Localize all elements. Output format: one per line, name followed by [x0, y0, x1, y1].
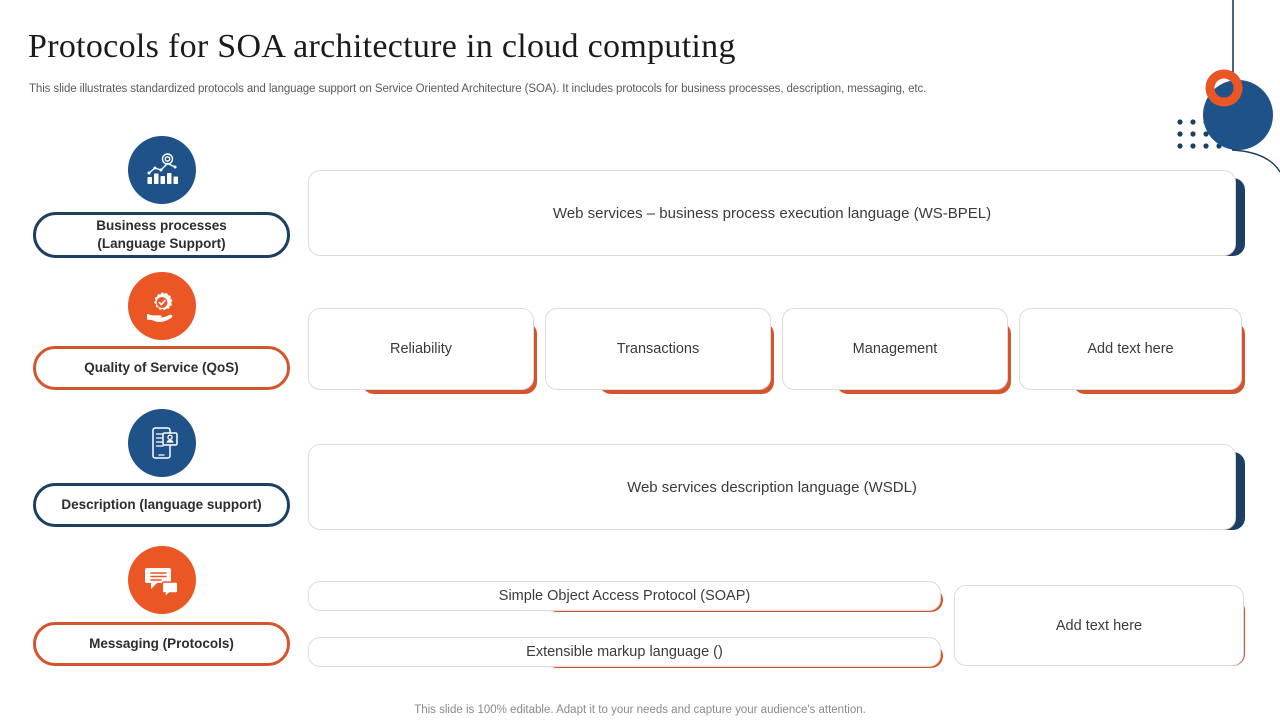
card-label: Simple Object Access Protocol (SOAP) — [498, 588, 751, 604]
footer-note: This slide is 100% editable. Adapt it to… — [414, 704, 866, 716]
card-messaging-add-text[interactable]: Add text here — [954, 585, 1244, 666]
card-label: Add text here — [1087, 341, 1174, 357]
card-qos-add-text[interactable]: Add text here — [1019, 308, 1242, 390]
card-label: Web services description language (WSDL) — [627, 478, 917, 496]
card-label: Web services – business process executio… — [552, 204, 992, 222]
decorative-corner-graphic — [1160, 0, 1280, 175]
sidebar-item-quality-of-service-pill[interactable]: Quality of Service (QoS) — [33, 346, 290, 390]
sidebar-item-label: Business processes (Language Support) — [96, 217, 227, 253]
card-label: Transactions — [616, 341, 700, 357]
card-label: Extensible markup language () — [526, 644, 723, 660]
sidebar-item-label: Messaging (Protocols) — [89, 635, 234, 651]
sidebar-item-business-processes[interactable]: Business processes (Language Support) — [33, 136, 290, 258]
sidebar-item-label-line2: (Language Support) — [97, 236, 226, 251]
card-bpel[interactable]: Web services – business process executio… — [308, 170, 1236, 256]
deco-orange-ring — [1205, 69, 1243, 107]
card-wsdl[interactable]: Web services description language (WSDL) — [308, 444, 1236, 530]
page-subtitle: This slide illustrates standardized prot… — [29, 83, 927, 95]
deco-curve — [1231, 149, 1280, 173]
sidebar-item-description-pill[interactable]: Description (language support) — [33, 483, 290, 527]
sidebar-item-messaging[interactable]: Messaging (Protocols) — [33, 546, 290, 666]
bar-chart-target-icon — [127, 136, 196, 204]
document-profile-icon — [127, 409, 196, 477]
sidebar-item-description[interactable]: Description (language support) — [33, 409, 290, 527]
page-title: Protocols for SOA architecture in cloud … — [28, 28, 736, 65]
sidebar-item-business-processes-pill[interactable]: Business processes (Language Support) — [33, 212, 290, 258]
sidebar-item-quality-of-service[interactable]: Quality of Service (QoS) — [33, 272, 290, 390]
card-transactions[interactable]: Transactions — [545, 308, 771, 390]
deco-navy-circle — [1203, 80, 1273, 150]
card-xml[interactable]: Extensible markup language () — [308, 637, 941, 667]
card-label: Reliability — [389, 341, 453, 357]
card-management[interactable]: Management — [782, 308, 1008, 390]
hand-gear-check-icon — [127, 272, 196, 340]
card-reliability[interactable]: Reliability — [308, 308, 534, 390]
sidebar-item-label: Quality of Service (QoS) — [84, 359, 239, 375]
card-soap[interactable]: Simple Object Access Protocol (SOAP) — [308, 581, 941, 611]
sidebar-item-label-line1: Business processes — [96, 217, 227, 233]
chat-bubbles-icon — [127, 546, 196, 614]
sidebar-item-label: Description (language support) — [61, 496, 262, 512]
card-label: Management — [852, 341, 938, 357]
deco-dot-grid — [1177, 119, 1235, 149]
sidebar-item-messaging-pill[interactable]: Messaging (Protocols) — [33, 622, 290, 666]
card-label: Add text here — [1055, 617, 1143, 634]
